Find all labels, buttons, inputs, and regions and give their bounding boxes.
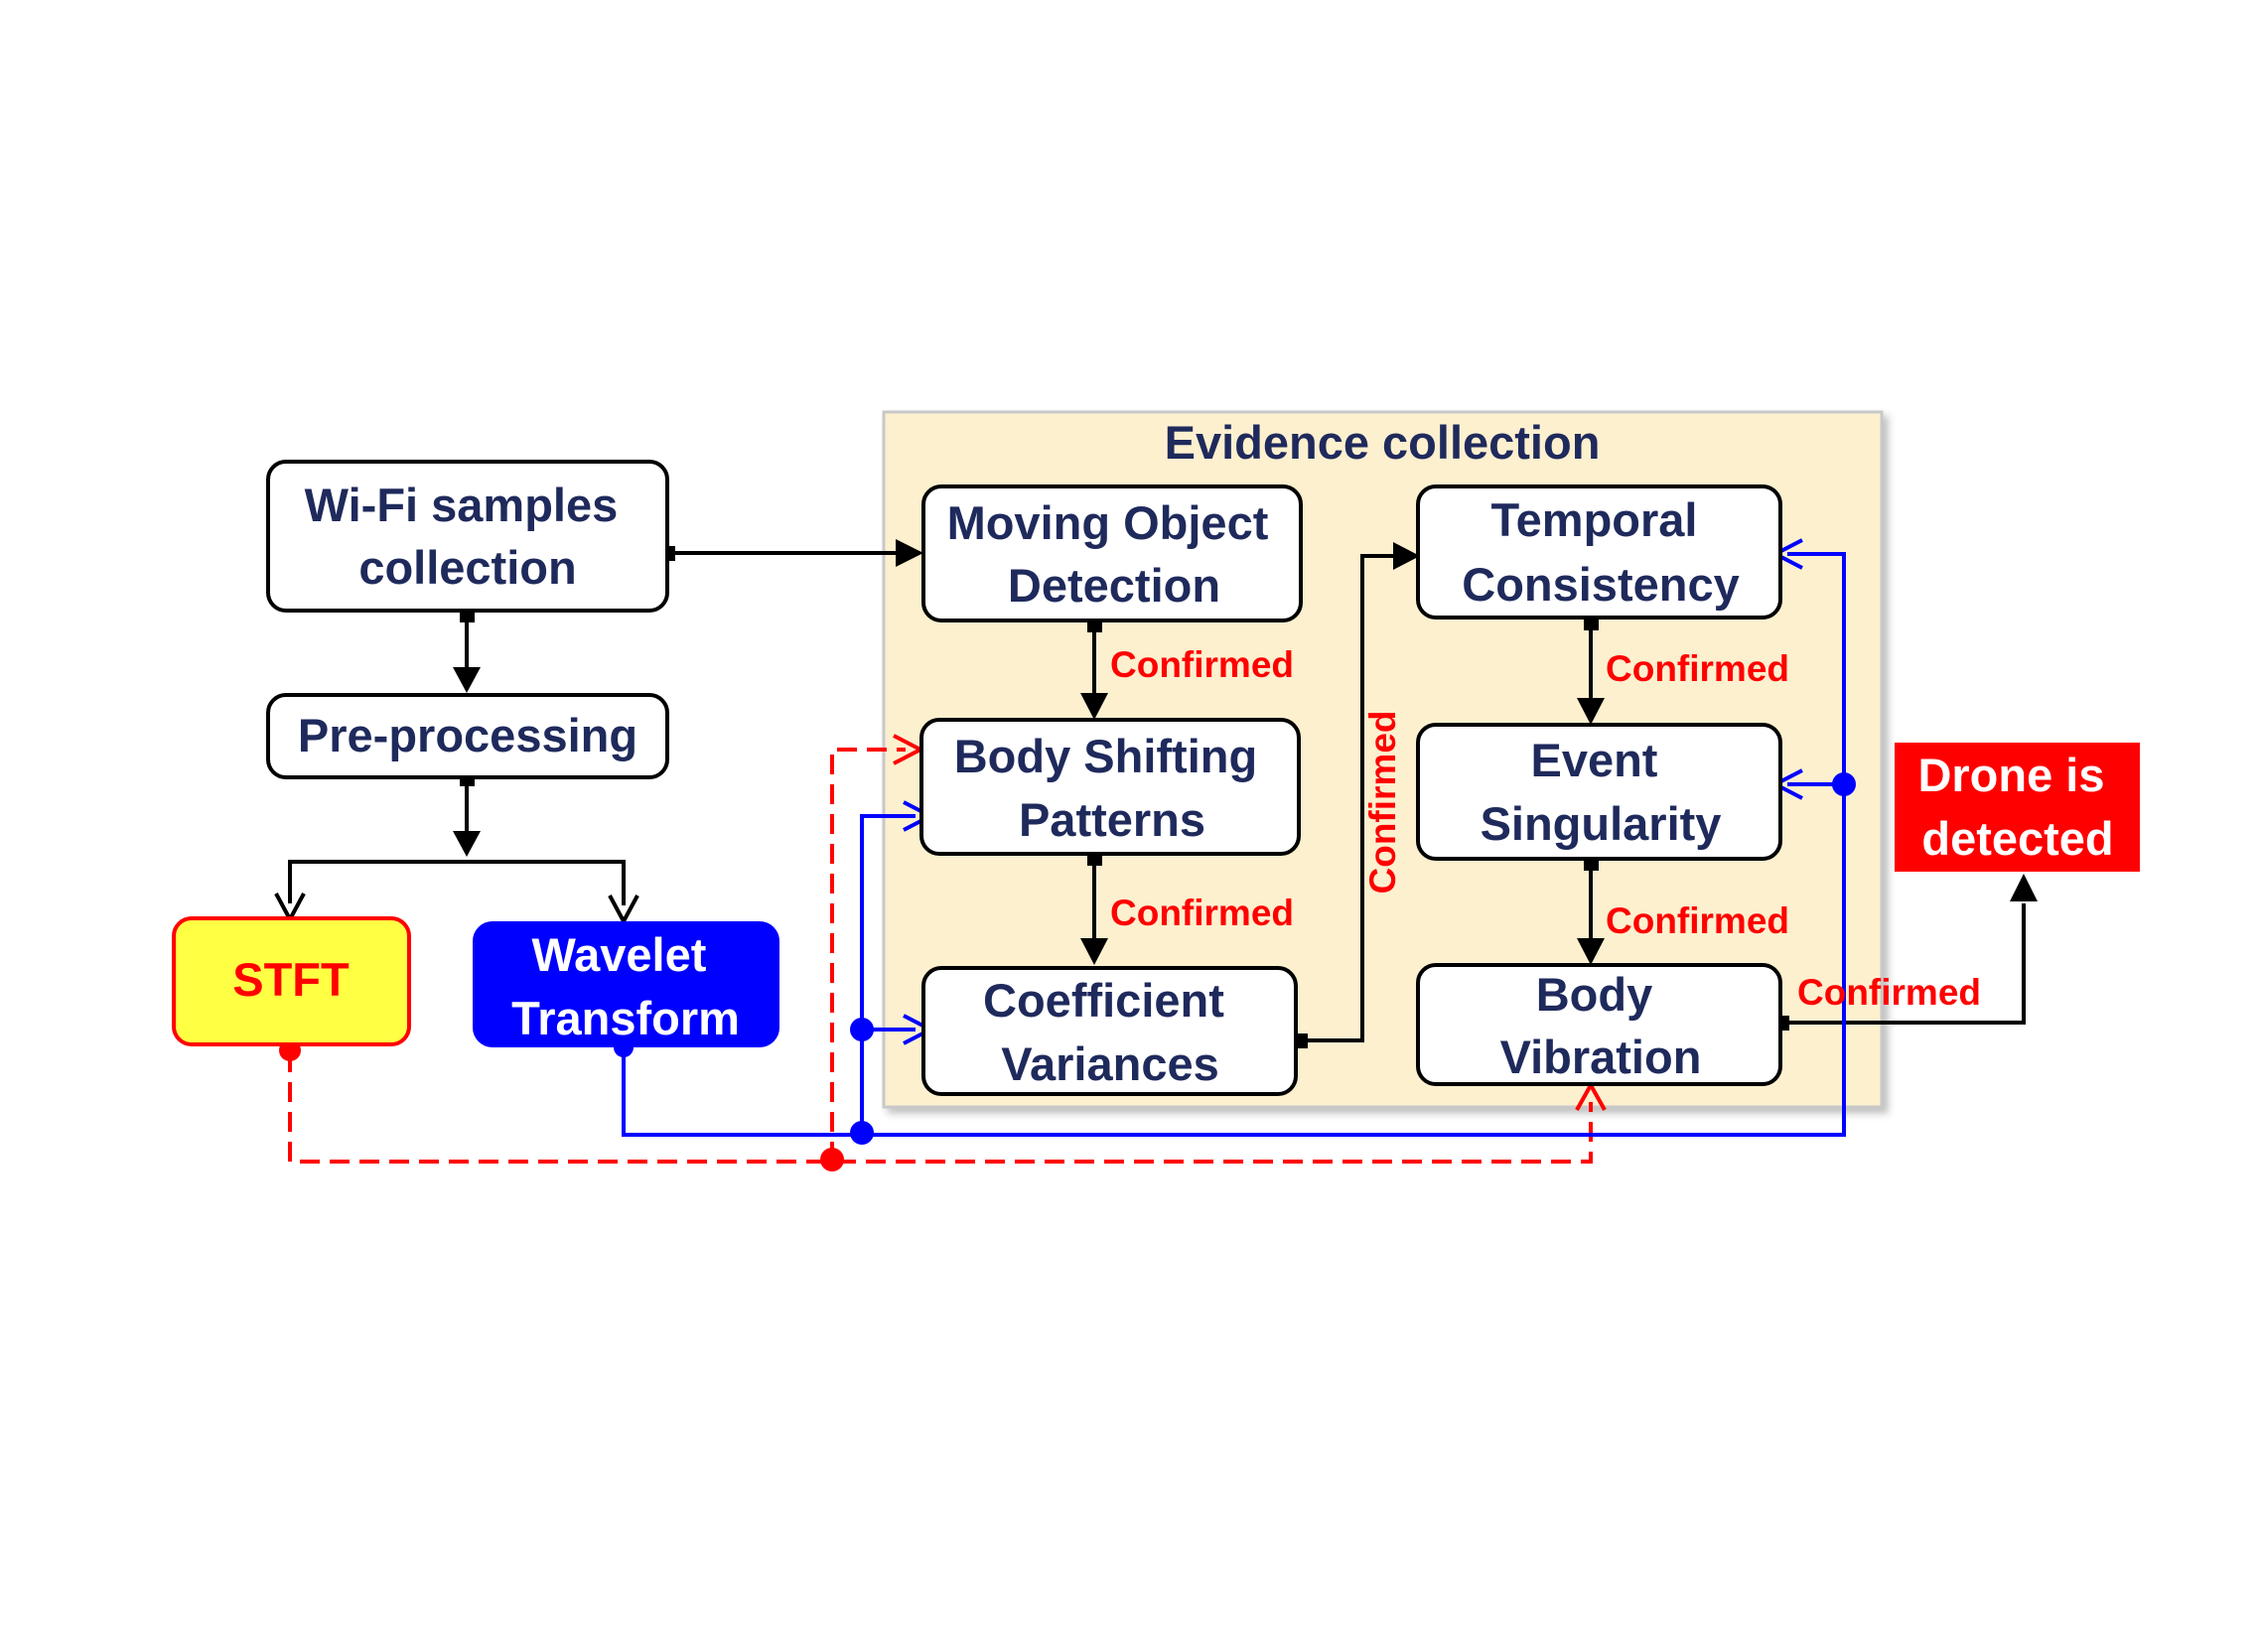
drone-line-1: Drone is [1917, 749, 2104, 801]
arrowhead-preprocessing [453, 667, 481, 693]
stft-dashed-path [288, 748, 1593, 1164]
svg-text:Moving Object Detection: Moving Object Detection [947, 496, 1282, 612]
svg-text:Drone is detected: Drone is detected [1917, 749, 2117, 865]
event-line-2: Singularity [1481, 797, 1722, 850]
confirmed-label-1: Confirmed [1110, 644, 1294, 685]
temporal-line-2: Consistency [1462, 558, 1739, 611]
moving-line-2: Detection [1008, 559, 1220, 612]
stft-junction-dot [820, 1148, 844, 1171]
moving-line-1: Moving Object [947, 496, 1269, 549]
svg-text:Body Shifting Patterns: Body Shifting Patterns [954, 730, 1271, 846]
node-stft: STFT [172, 916, 411, 1046]
wavelet-line-2: Transform [511, 992, 740, 1044]
svg-text:Wi-Fi samples collection: Wi-Fi samples collection [305, 479, 632, 594]
wavelet-coefficient-dot [850, 1018, 874, 1041]
wavelet-path-main [622, 552, 1846, 1137]
node-temporal: Temporal Consistency [1416, 484, 1782, 620]
node-drone-detected: Drone is detected [1895, 743, 2140, 872]
drone-line-2: detected [1921, 812, 2113, 865]
arrowhead-moving [896, 539, 923, 567]
arrowhead-coefficient [1080, 938, 1108, 965]
node-wavelet: Wavelet Transform [473, 921, 779, 1047]
confirmed-label-5: Confirmed [1797, 972, 1981, 1013]
connector-split-to-stft [288, 860, 626, 905]
node-event: Event Singularity [1416, 723, 1782, 861]
arrowhead-vibration [1577, 938, 1605, 965]
confirmed-label-vertical: Confirmed [1362, 711, 1403, 895]
vibration-line-2: Vibration [1500, 1031, 1702, 1083]
node-preprocessing: Pre-processing [266, 693, 669, 779]
stft-path-main [288, 1052, 1593, 1164]
arrowhead-shifting [1080, 693, 1108, 720]
confirmed-label-2: Confirmed [1110, 893, 1294, 933]
evidence-collection-title: Evidence collection [1165, 416, 1601, 469]
node-body-vibration: Body Vibration [1416, 963, 1782, 1086]
svg-text:Coefficient Variances: Coefficient Variances [983, 974, 1237, 1090]
node-coefficient: Coefficient Variances [921, 966, 1298, 1096]
coefficient-line-2: Variances [1001, 1037, 1219, 1090]
event-line-1: Event [1530, 734, 1657, 786]
wavelet-junction-dot [850, 1121, 874, 1145]
shifting-line-2: Patterns [1019, 793, 1205, 846]
wifi-line-1: Wi-Fi samples [305, 479, 619, 531]
confirmed-label-3: Confirmed [1606, 648, 1789, 689]
arrowhead-drone [2010, 874, 2038, 901]
node-wifi-samples: Wi-Fi samples collection [266, 460, 669, 613]
node-moving-object: Moving Object Detection [921, 484, 1303, 622]
preprocessing-label: Pre-processing [298, 709, 637, 761]
wavelet-event-dot [1832, 772, 1856, 796]
black-connectors [288, 551, 2026, 1042]
arrowhead-event [1577, 698, 1605, 725]
svg-text:Event Singularity: Event Singularity [1481, 734, 1722, 850]
shifting-line-1: Body Shifting [954, 730, 1257, 782]
svg-text:Temporal Consistency: Temporal Consistency [1462, 493, 1739, 611]
stft-label: STFT [232, 953, 350, 1006]
connector-vibration-to-drone [1782, 903, 2026, 1025]
coefficient-line-1: Coefficient [983, 974, 1224, 1027]
arrowhead-split [453, 831, 481, 857]
arrowhead-temporal [1393, 542, 1420, 570]
wifi-line-2: collection [358, 541, 576, 594]
svg-text:Body Vibration: Body Vibration [1500, 968, 1702, 1083]
stft-path-to-shifting [830, 748, 906, 1162]
wavelet-line-1: Wavelet [532, 928, 707, 981]
connector-coefficient-to-temporal [1301, 554, 1402, 1042]
temporal-line-1: Temporal [1490, 493, 1697, 546]
confirmed-labels: Confirmed Confirmed Confirmed Confirmed … [1110, 644, 1981, 1013]
vibration-line-1: Body [1536, 968, 1653, 1021]
svg-text:Wavelet Transform: Wavelet Transform [511, 928, 740, 1044]
arrowheads [453, 539, 2038, 965]
confirmed-label-4: Confirmed [1606, 900, 1789, 941]
node-body-shifting: Body Shifting Patterns [919, 718, 1301, 856]
